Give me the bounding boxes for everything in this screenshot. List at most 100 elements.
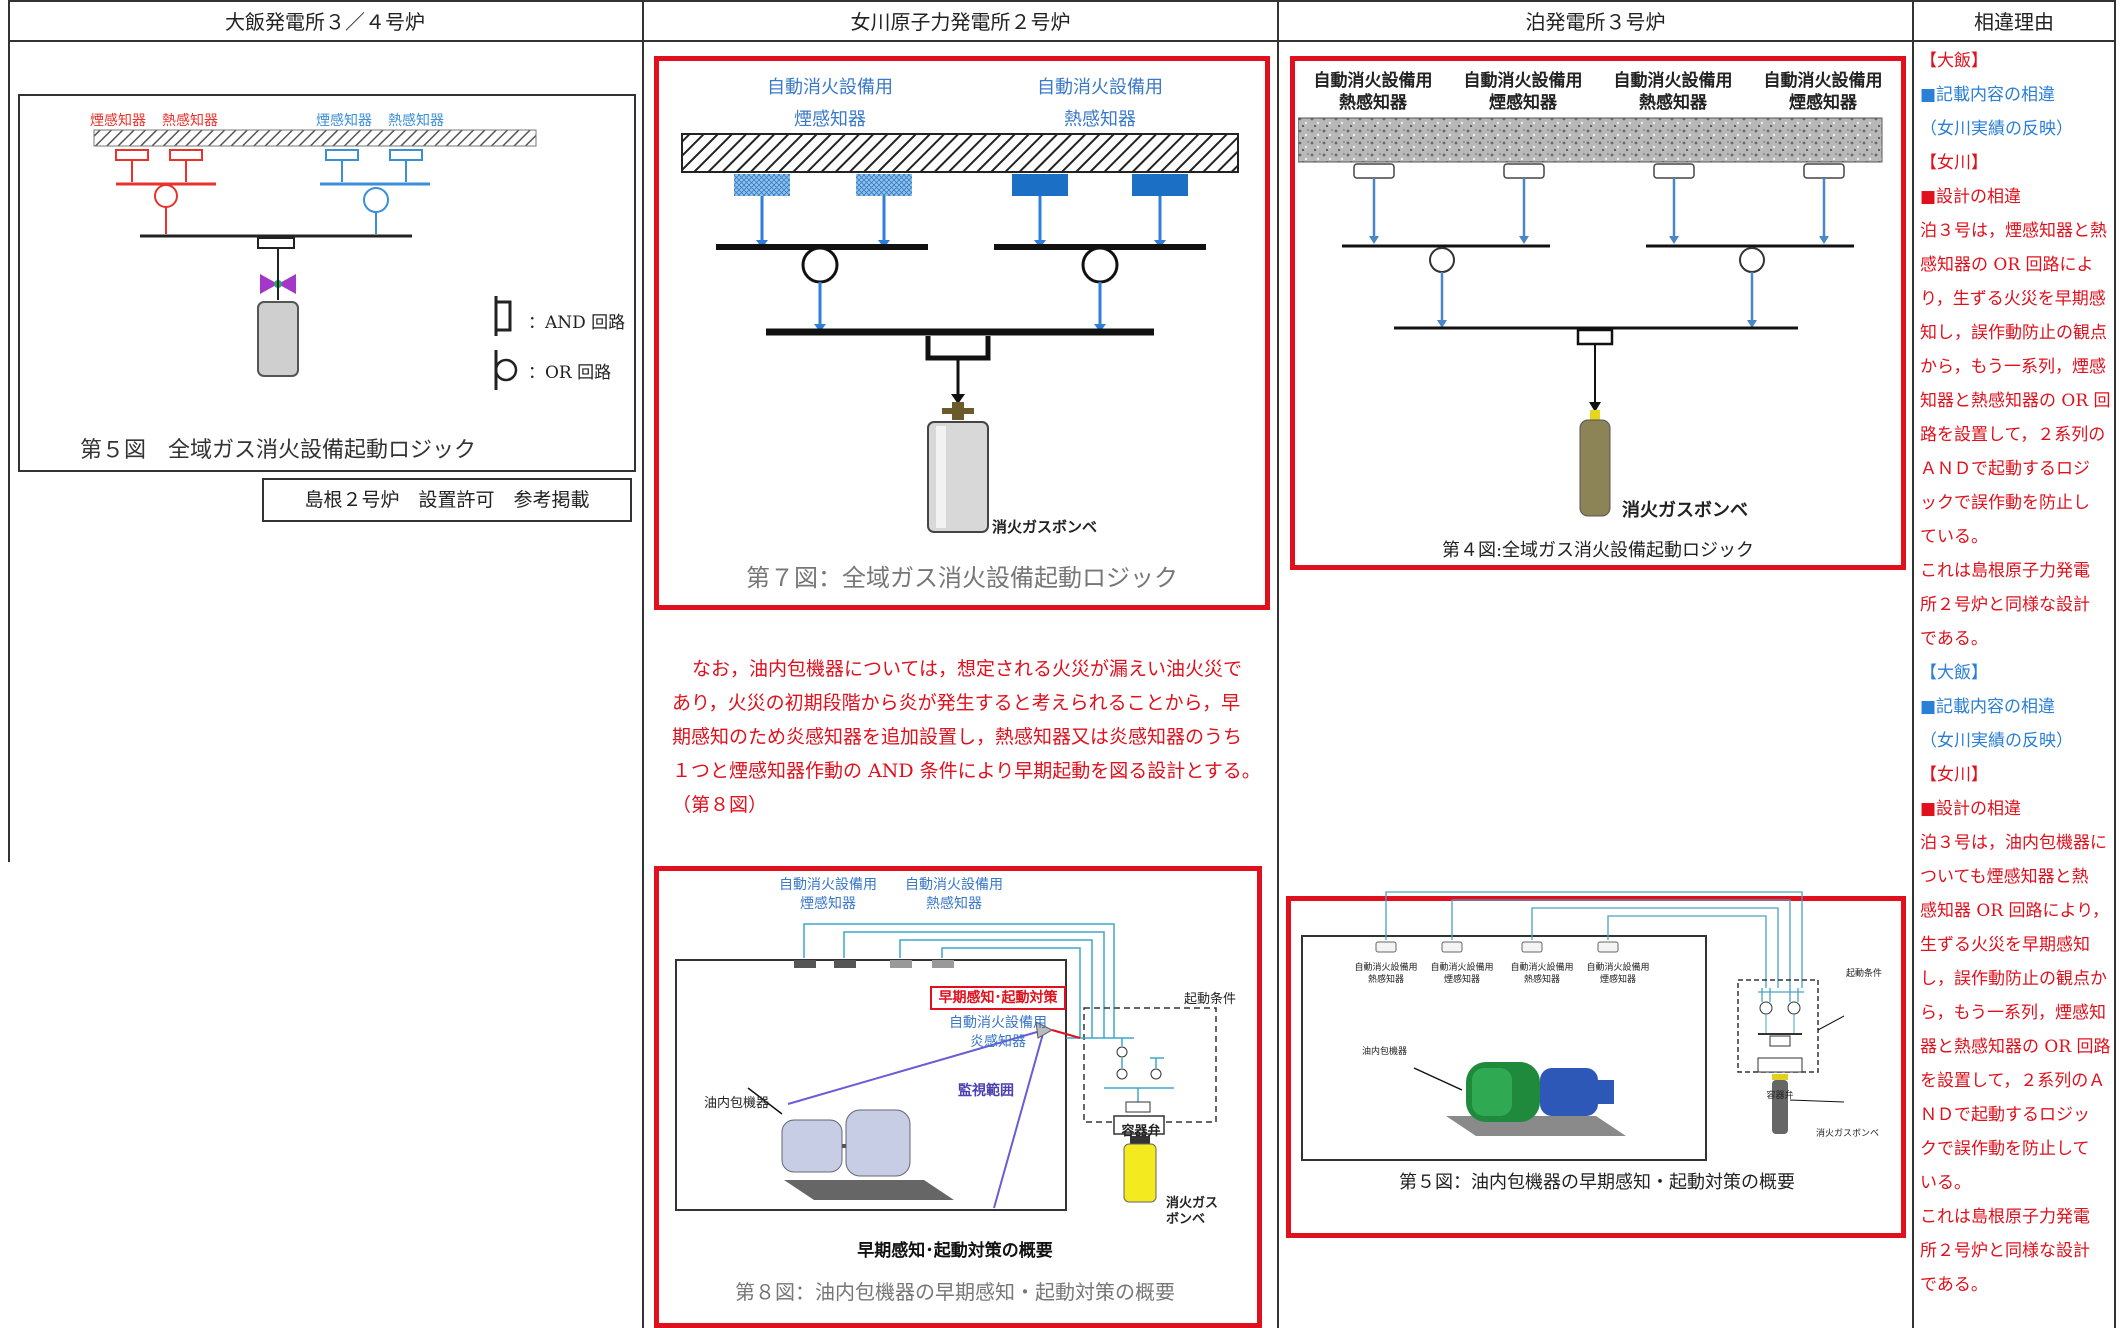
label-line: 自動消火設備用 — [949, 1015, 1047, 1031]
col-divider-1 — [642, 0, 644, 1328]
reason-line: り，生ずる火災を早期感 — [1920, 289, 2106, 309]
onagawa-fig7-frame — [654, 56, 1270, 610]
tomari-fig5-diagram — [1301, 891, 1845, 1161]
tomari-fig4-labels: 自動消火設備用 熱感知器 自動消火設備用 煙感知器 自動消火設備用 熱感知器 自… — [1298, 70, 1898, 118]
detector-label: 自動消火設備用 煙感知器 — [1448, 70, 1598, 114]
smoke-detector-icon — [115, 149, 149, 161]
reason-line: 器と熱感知器の OR 回路 — [1920, 1037, 2111, 1057]
tomari-fig4-frame — [1290, 56, 1906, 570]
or-gate-icon — [494, 358, 518, 382]
onagawa-fig7-smoke-label: 自動消火設備用 煙感知器 — [740, 72, 920, 136]
ohi-figure-frame — [18, 94, 636, 472]
smoke-detector-icon — [1503, 163, 1545, 179]
reason-line: 路を設置して，２系列の — [1920, 425, 2106, 445]
ohi-label-heat-blue: 熱感知器 — [388, 113, 444, 129]
detector-label: 自動消火設備用 熱感知器 — [1598, 70, 1748, 114]
onagawa-fig7-diagram — [681, 133, 1239, 533]
valve-box — [1757, 1057, 1803, 1073]
gas-cylinder-icon — [1772, 1080, 1788, 1134]
detector-label: 自動消火設備用 煙感知器 — [1422, 962, 1502, 986]
reason-line: ■設計の相違 — [1920, 187, 2022, 207]
label-line: 自動消火設備用 — [1037, 77, 1163, 98]
reason-text: 【大飯】■記載内容の相違（女川実績の反映）【女川】■設計の相違泊３号は，煙感知器… — [1920, 44, 2116, 1302]
room-outline — [675, 959, 1067, 1211]
label-line: 炎感知器 — [970, 1034, 1026, 1050]
label-line: 自動消火設備用 — [1586, 963, 1650, 973]
label-line: 熱感知器 — [1639, 93, 1707, 113]
reason-line: ている。 — [1920, 527, 1988, 547]
tomari-fig5-start-condition: 起動条件 — [1846, 969, 1883, 979]
label-line: 熱感知器 — [1367, 975, 1404, 985]
heat-detector-icon — [1012, 174, 1068, 196]
ohi-caption: 第５図 全域ガス消火設備起動ロジック — [80, 438, 477, 463]
ohi-legend-and: ：AND 回路 — [528, 313, 626, 333]
reason-line: 生ずる火災を早期感知 — [1920, 935, 2090, 955]
reason-line: 泊３号は，油内包機器に — [1920, 833, 2107, 853]
note-line: １つと煙感知器作動の AND 条件により早期起動を図る設計とする。 — [672, 760, 1261, 782]
reason-line: クで誤作動を防止して — [1920, 1139, 2090, 1159]
heat-detector-icon — [1132, 174, 1188, 196]
reason-line: である。 — [1920, 1275, 1988, 1295]
reason-line: （女川実績の反映） — [1920, 119, 2073, 139]
reason-line: 泊３号は，煙感知器と熱 — [1920, 221, 2107, 241]
label-line: 熱感知器 — [926, 896, 982, 912]
reason-line: 【大飯】 — [1920, 663, 1988, 683]
label-line: 自動消火設備用 — [767, 77, 893, 98]
onagawa-fig8-early-detection-label: 早期感知･起動対策 — [930, 986, 1066, 1010]
label-line: 煙感知器 — [1489, 93, 1557, 113]
flame-detector-icon — [1035, 1021, 1054, 1039]
note-line: 期感知のため炎感知器を追加設置し，熱感知器又は炎感知器のうち — [672, 726, 1243, 748]
label-line: 自動消火設備用 — [1463, 71, 1583, 91]
onagawa-fig8-cylinder-label: 消火ガス ボンベ — [1166, 1196, 1218, 1228]
reason-line: 所２号炉と同様な設計 — [1920, 595, 2090, 615]
smoke-detector-icon — [325, 149, 359, 161]
label-line: ボンベ — [1166, 1212, 1206, 1227]
onagawa-fig7-heat-label: 自動消火設備用 熱感知器 — [1010, 72, 1190, 136]
detector-label: 自動消火設備用 熱感知器 — [1346, 962, 1426, 986]
reason-line: 【大飯】 — [1920, 51, 1988, 71]
label-line: 自動消火設備用 — [1354, 963, 1418, 973]
gas-cylinder-icon — [257, 301, 299, 377]
detector-label: 自動消火設備用 熱感知器 — [1298, 70, 1448, 114]
detector-label: 自動消火設備用 熱感知器 — [1502, 962, 1582, 986]
onagawa-fig8-start-condition: 起動条件 — [1184, 992, 1237, 1007]
note-line: あり，火災の初期段階から炎が発生すると考えられることから，早 — [672, 692, 1241, 714]
detector-label: 自動消火設備用 煙感知器 — [1748, 70, 1898, 114]
reason-line: これは島根原子力発電 — [1920, 1207, 2090, 1227]
tomari-fig5-frame — [1286, 896, 1906, 1238]
reason-line: 【女川】 — [1920, 153, 1988, 173]
tomari-fig5-valve: 容器弁 — [1766, 1091, 1794, 1101]
smoke-detector-icon — [856, 174, 912, 196]
heat-detector-icon — [1521, 941, 1543, 953]
reason-line: （女川実績の反映） — [1920, 731, 2073, 751]
ohi-reference-note: 島根２号炉 設置許可 参考掲載 — [262, 478, 632, 522]
reason-line: 【女川】 — [1920, 765, 1988, 785]
and-gate-icon — [496, 300, 512, 332]
label-line: 自動消火設備用 — [779, 877, 877, 893]
smoke-detector-icon — [1441, 941, 1463, 953]
onagawa-fig8-smoke-label: 自動消火設備用 煙感知器 — [768, 876, 888, 914]
tomari-fig5-cylinder-label: 消火ガスボンベ — [1816, 1129, 1880, 1139]
ohi-label-smoke-red: 煙感知器 — [90, 113, 146, 129]
heat-detector-icon — [169, 149, 203, 161]
onagawa-fig8-frame — [654, 866, 1262, 1328]
reason-line: 知し，誤作動防止の観点 — [1920, 323, 2107, 343]
label-line: 自動消火設備用 — [905, 877, 1003, 893]
onagawa-fig8-overview-title: 早期感知･起動対策の概要 — [857, 1241, 1053, 1261]
label-line: 自動消火設備用 — [1763, 71, 1883, 91]
label-line: 消火ガス — [1166, 1196, 1219, 1211]
gas-cylinder-icon — [1123, 1143, 1157, 1203]
reason-line: から，もう一系列，煙感 — [1920, 357, 2106, 377]
ohi-label-heat-red: 熱感知器 — [162, 113, 218, 129]
tomari-fig4-caption: 第４図:全域ガス消火設備起動ロジック — [1441, 540, 1755, 561]
tomari-fig5-labels: 自動消火設備用 熱感知器 自動消火設備用 煙感知器 自動消火設備用 熱感知器 自… — [1346, 962, 1676, 992]
note-line: なお，油内包機器については，想定される火災が漏えい油火災で — [692, 658, 1243, 680]
tomari-fig4-cylinder-label: 消火ガスボンベ — [1622, 500, 1748, 521]
reason-line: である。 — [1920, 629, 1988, 649]
reason-line: ■設計の相違 — [1920, 799, 2022, 819]
reason-line: 知器と熱感知器の OR 回 — [1920, 391, 2111, 411]
label-line: 熱感知器 — [1339, 93, 1407, 113]
onagawa-fig8-heat-label: 自動消火設備用 熱感知器 — [894, 876, 1014, 914]
reason-line: ＡＮＤで起動するロジ — [1920, 459, 2090, 479]
detector-label: 自動消火設備用 煙感知器 — [1578, 962, 1658, 986]
